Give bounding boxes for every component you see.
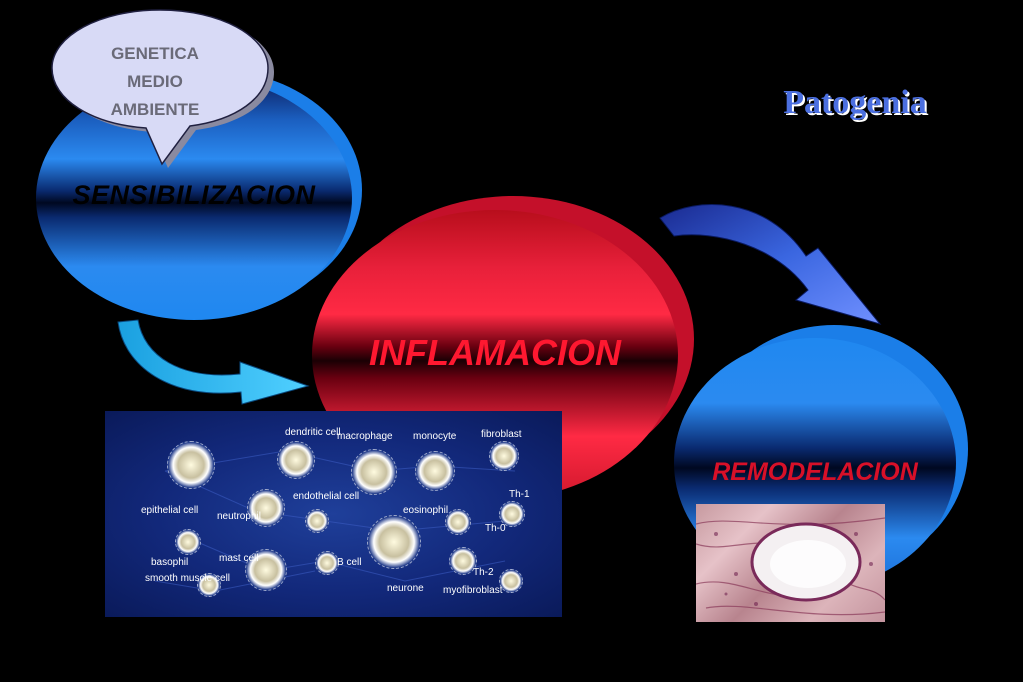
mast-cell-icon [245, 549, 287, 591]
th2-cell-icon [449, 547, 477, 575]
speech-bubble [51, 9, 274, 168]
label-monocyte: monocyte [413, 431, 457, 442]
label-epithelial: epithelial cell [141, 505, 199, 516]
label-bcell: B cell [337, 557, 362, 568]
b-cell-icon [315, 551, 339, 575]
basophil-icon [175, 529, 201, 555]
label-fibroblast: fibroblast [481, 429, 522, 440]
myofibroblast-icon [499, 569, 523, 593]
neutrophil-icon [247, 489, 285, 527]
label-neutrophil: neutrophil [217, 511, 261, 522]
page-title: Patogenia [783, 84, 927, 121]
inflammatory-cells-image: dendritic cell macrophage monocyte fibro… [105, 411, 562, 617]
label-neurone: neurone [387, 583, 424, 594]
bubble-text: GENETICA MEDIO AMBIENTE [70, 40, 240, 124]
th1-cell-icon [499, 501, 525, 527]
label-smooth-muscle: smooth muscle cell [145, 573, 231, 584]
curved-arrow-icon [659, 204, 882, 325]
endothelial-cell-icon [305, 509, 329, 533]
th0-cell-icon [445, 509, 471, 535]
inflamacion-label: INFLAMACION [369, 332, 621, 373]
bubble-line-medio: MEDIO [127, 72, 183, 91]
label-basophil: basophil [151, 557, 189, 568]
bubble-line-ambiente: AMBIENTE [110, 100, 200, 119]
bubble-line-genetica: GENETICA [111, 44, 199, 63]
smooth-muscle-cell-icon [197, 573, 221, 597]
monocyte-icon [415, 451, 455, 491]
eosinophil-icon [367, 515, 421, 569]
label-th1: Th-1 [509, 489, 530, 500]
macrophage-icon [351, 449, 397, 495]
dendritic-cell-icon [277, 441, 315, 479]
curved-arrow-icon [117, 319, 310, 405]
label-dendritic: dendritic cell [285, 427, 341, 438]
histology-texture [696, 517, 885, 616]
epithelial-cell-icon [167, 441, 215, 489]
fibroblast-icon [489, 441, 519, 471]
sensibilizacion-label: SENSIBILIZACION [72, 180, 316, 210]
remodelacion-label: REMODELACION [712, 458, 918, 486]
label-macrophage: macrophage [337, 431, 393, 442]
label-th2: Th-2 [473, 567, 494, 578]
label-endothelial: endothelial cell [293, 491, 360, 502]
label-mast: mast cell [219, 553, 259, 564]
label-myofibroblast: myofibroblast [443, 585, 503, 596]
label-eosinophil: eosinophil [403, 505, 449, 516]
label-th0: Th-0 [485, 523, 506, 534]
histology-image [696, 504, 885, 622]
